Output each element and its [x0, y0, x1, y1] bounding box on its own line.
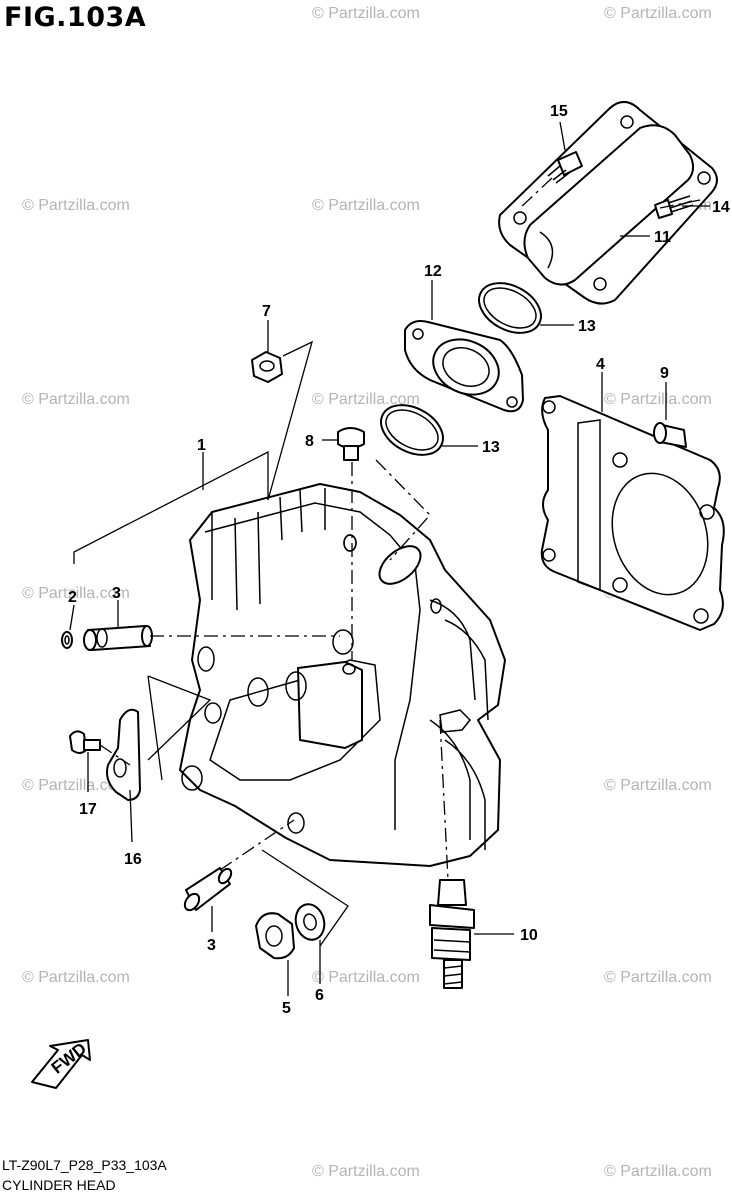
callout-3-upper: 3 [112, 585, 121, 602]
dowel-pin [653, 422, 687, 448]
guide-3-upper [83, 625, 153, 651]
callout-8: 8 [305, 433, 314, 450]
watermark: © Partzilla.com [22, 969, 130, 986]
watermark: © Partzilla.com [22, 197, 130, 214]
bolt-17 [69, 730, 101, 754]
watermark: © Partzilla.com [312, 197, 420, 214]
watermark: © Partzilla.com [312, 1163, 420, 1180]
callout-12: 12 [424, 263, 442, 280]
watermark: © Partzilla.com [22, 391, 130, 408]
callout-9: 9 [660, 365, 669, 382]
watermark: © Partzilla.com [22, 777, 130, 794]
figure-title: FIG.103A [4, 2, 147, 33]
diagram-code: LT-Z90L7_P28_P33_103A [2, 1157, 167, 1173]
cylinder-head [179, 483, 506, 867]
insulator [404, 320, 524, 413]
callout-10: 10 [520, 927, 538, 944]
nut-5 [255, 912, 295, 960]
callout-2: 2 [68, 589, 77, 606]
callout-3-lower: 3 [207, 937, 216, 954]
leader-lines [69, 121, 710, 996]
callout-labels: 1 2 3 3 4 5 6 7 8 9 10 11 12 13 13 14 15… [68, 103, 730, 1017]
callout-11: 11 [654, 229, 671, 246]
guide-3-lower [183, 867, 233, 912]
watermark: © Partzilla.com [604, 391, 712, 408]
callout-14: 14 [712, 199, 730, 216]
bolt-15 [547, 151, 583, 184]
watermark: © Partzilla.com [604, 969, 712, 986]
callout-5: 5 [282, 1000, 291, 1017]
intake-pipe [498, 101, 718, 305]
nut-7 [251, 351, 283, 383]
bolt-14 [654, 195, 694, 219]
fwd-arrow: FWD [31, 1039, 91, 1089]
bolt-8 [337, 427, 365, 461]
watermark: © Partzilla.com [312, 5, 420, 22]
watermark: © Partzilla.com [22, 585, 130, 602]
clip-2 [61, 631, 73, 649]
washer-6 [294, 903, 326, 941]
callout-17: 17 [79, 801, 97, 818]
callout-13-upper: 13 [578, 318, 596, 335]
callout-13-lower: 13 [482, 439, 500, 456]
bracket-16 [106, 708, 141, 801]
callout-16: 16 [124, 851, 142, 868]
watermark: © Partzilla.com [312, 391, 420, 408]
callout-15: 15 [550, 103, 568, 120]
watermark: © Partzilla.com [604, 777, 712, 794]
callout-6: 6 [315, 987, 324, 1004]
diagram-name: CYLINDER HEAD [2, 1177, 116, 1193]
head-gasket [540, 395, 725, 631]
callout-1: 1 [197, 437, 206, 454]
callout-7: 7 [262, 303, 271, 320]
spark-plug [429, 879, 475, 989]
watermark: © Partzilla.com [312, 969, 420, 986]
callout-4: 4 [596, 356, 605, 373]
watermark: © Partzilla.com [604, 5, 712, 22]
watermark: © Partzilla.com [604, 1163, 712, 1180]
o-ring-upper [478, 282, 542, 334]
